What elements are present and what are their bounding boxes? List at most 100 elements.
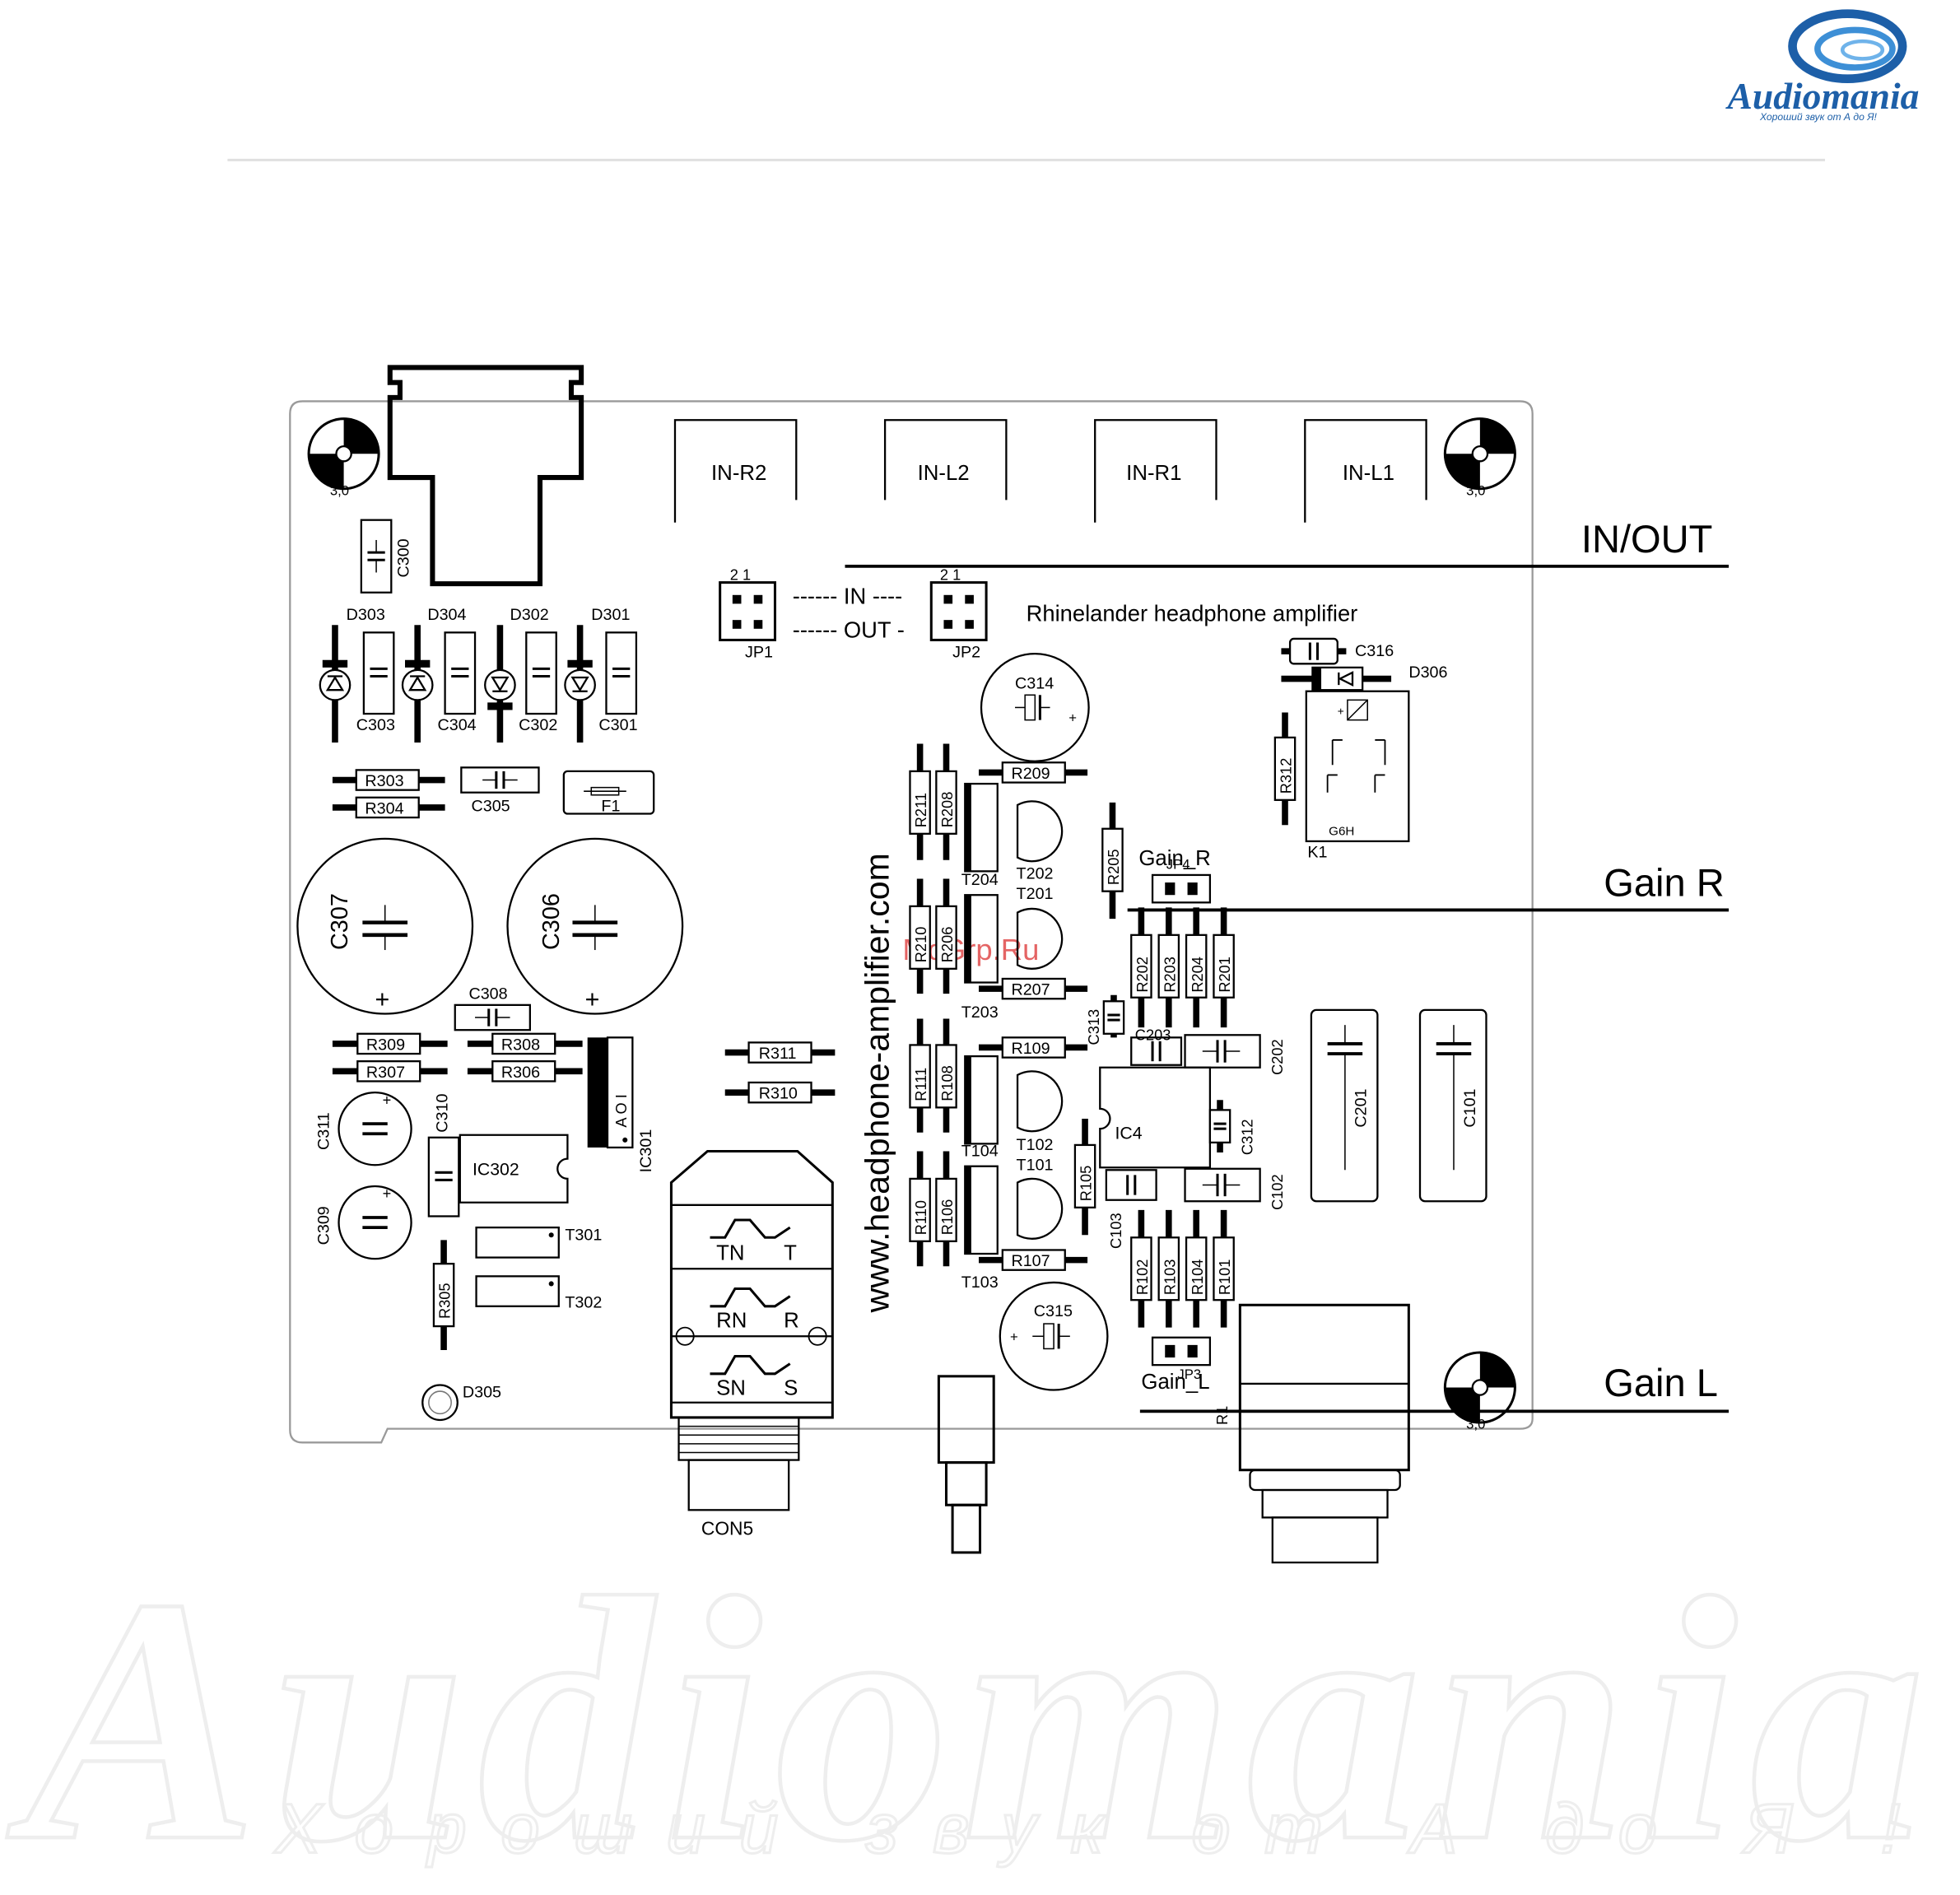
- part-label: T102: [1017, 1136, 1054, 1154]
- part-label: T201: [1017, 885, 1054, 903]
- resistor-r107: R107: [978, 1249, 1088, 1271]
- part-label: R111: [913, 1068, 929, 1101]
- transistor-t202: T202: [1017, 800, 1064, 882]
- board-title: Rhinelander headphone amplifier: [1027, 601, 1358, 626]
- transistor-t103: T103: [961, 1165, 999, 1292]
- capacitor-icon: [605, 631, 638, 715]
- board-url: www.headphone-amplifier.com: [859, 853, 896, 1313]
- part-label: C101: [1461, 1088, 1479, 1127]
- resistor-r306: R306: [467, 1060, 583, 1083]
- part-label: JP3: [1177, 1367, 1201, 1382]
- switch-shaft: [937, 1375, 995, 1554]
- part-label: C305: [471, 797, 510, 815]
- input-label: IN-L2: [918, 462, 970, 485]
- part-label: C202: [1269, 1039, 1286, 1075]
- resistor-r303: R303: [332, 769, 445, 791]
- transistor-t101: T101: [1017, 1156, 1064, 1240]
- part-label: C316: [1355, 642, 1394, 660]
- svg-text:+: +: [585, 986, 600, 1013]
- part-label: R101: [1217, 1259, 1233, 1296]
- resistor-r312: R312: [1273, 712, 1297, 826]
- volume-pot-r1: R1: [1214, 1303, 1410, 1564]
- part-label: T203: [961, 1003, 999, 1022]
- part-label: C301: [598, 716, 637, 734]
- part-label: R309: [366, 1036, 405, 1055]
- logo-tagline: Хороший звук от А до Я!: [1759, 111, 1877, 123]
- part-label: R206: [939, 927, 956, 963]
- mount-hole-label: 3,0: [1466, 482, 1485, 498]
- headphone-jack-con5: TN T RN R SN S CON5: [669, 1149, 834, 1539]
- mount-hole-icon: 3,0: [307, 417, 380, 498]
- jp1-jumper: 2 1 JP1: [719, 567, 776, 662]
- resistor-r307: R307: [332, 1060, 448, 1083]
- input-connector-l1: IN-L1: [1304, 419, 1427, 523]
- jack-contact-label: R: [784, 1310, 799, 1333]
- rectifier-bridge: D303 D304 D302 D301 C303 C304 C302 C301: [319, 606, 638, 743]
- mount-hole-icon: 3,0: [1443, 1351, 1516, 1432]
- part-label: R103: [1162, 1259, 1178, 1296]
- resistor-r305: R305: [432, 1240, 455, 1350]
- capacitor-c316: C316: [1281, 637, 1394, 665]
- capacitor-c313: C313: [1086, 994, 1125, 1045]
- part-label: C310: [434, 1094, 452, 1133]
- resistor-r309: R309: [332, 1032, 448, 1055]
- resistor-r308: R308: [467, 1032, 583, 1055]
- svg-text:+: +: [1010, 1329, 1018, 1344]
- input-connectors: IN-R2 IN-L2 IN-R1 IN-L1: [673, 419, 1427, 523]
- capacitor-c202: C202: [1184, 1034, 1286, 1075]
- part-label: C311: [314, 1112, 333, 1150]
- part-label: R204: [1190, 957, 1206, 993]
- part-label: R203: [1162, 957, 1178, 993]
- input-connector-r1: IN-R1: [1094, 419, 1217, 523]
- part-label: R102: [1134, 1259, 1151, 1296]
- part-label: R306: [501, 1064, 540, 1082]
- relay-k1: + G6H K1: [1305, 690, 1410, 862]
- part-label: R311: [759, 1045, 797, 1063]
- part-label: R106: [939, 1199, 956, 1236]
- input-label: IN-R2: [711, 462, 766, 485]
- capacitor-c203: C203: [1130, 1027, 1183, 1066]
- resistor-r202: R202: [1130, 907, 1152, 1028]
- capacitor-c300: C300: [360, 519, 413, 594]
- part-label: C307: [327, 893, 353, 950]
- relay-model-label: G6H: [1329, 824, 1354, 838]
- part-label: C308: [468, 985, 507, 1003]
- part-label: R201: [1217, 957, 1233, 993]
- svg-text:+: +: [383, 1092, 392, 1108]
- resistor-r108: R108: [935, 1018, 957, 1133]
- part-label: R109: [1011, 1040, 1050, 1058]
- gain-r-jumper-label: Gain_R: [1138, 847, 1210, 870]
- part-label: C300: [395, 538, 413, 577]
- jp1-pins-label: 2 1: [730, 567, 751, 584]
- capacitor-icon: [362, 631, 395, 715]
- ic-ic302: IC302: [459, 1134, 569, 1204]
- jp2-jumper: 2 1 JP2: [929, 567, 988, 662]
- capacitor-c103: C103: [1105, 1169, 1157, 1249]
- input-label: IN-R1: [1126, 462, 1181, 485]
- gain-l-jumper-label: Gain_L: [1141, 1371, 1209, 1394]
- diode-icon: [564, 625, 596, 743]
- mount-hole-label: 3,0: [1466, 1417, 1485, 1432]
- callout-gain-r: Gain R: [1604, 861, 1724, 905]
- resistor-r207: R207: [978, 977, 1088, 1000]
- capacitor-c311: + C311: [314, 1092, 412, 1166]
- part-label: R207: [1011, 981, 1050, 999]
- resistor-r204: R204: [1185, 907, 1208, 1028]
- watermark-tagline: Хороший звук от А до Я !: [273, 1790, 1900, 1868]
- capacitor-c307: + C307: [296, 837, 474, 1015]
- transistor-t102: T102: [1017, 1070, 1064, 1154]
- jack-contact-label: S: [784, 1377, 798, 1400]
- transistor-t204: T204: [961, 782, 999, 889]
- capacitor-c309: + C309: [314, 1185, 412, 1260]
- ic301-pins-label: A O I: [613, 1094, 630, 1128]
- part-label: T301: [565, 1226, 602, 1244]
- resistor-r101: R101: [1213, 1209, 1235, 1328]
- background-watermark: Audiomania Хороший звук от А до Я !: [2, 1524, 1927, 1895]
- capacitor-c306: + C306: [506, 837, 684, 1015]
- resistor-array-r2xx: R202 R203 R204 R201: [1130, 907, 1235, 1028]
- part-label: C306: [538, 893, 565, 950]
- watermark-brand: Audiomania: [3, 1525, 1925, 1895]
- part-label: T103: [961, 1273, 999, 1292]
- jp4-gain-r-jumper: Gain_R JP4: [1138, 847, 1212, 904]
